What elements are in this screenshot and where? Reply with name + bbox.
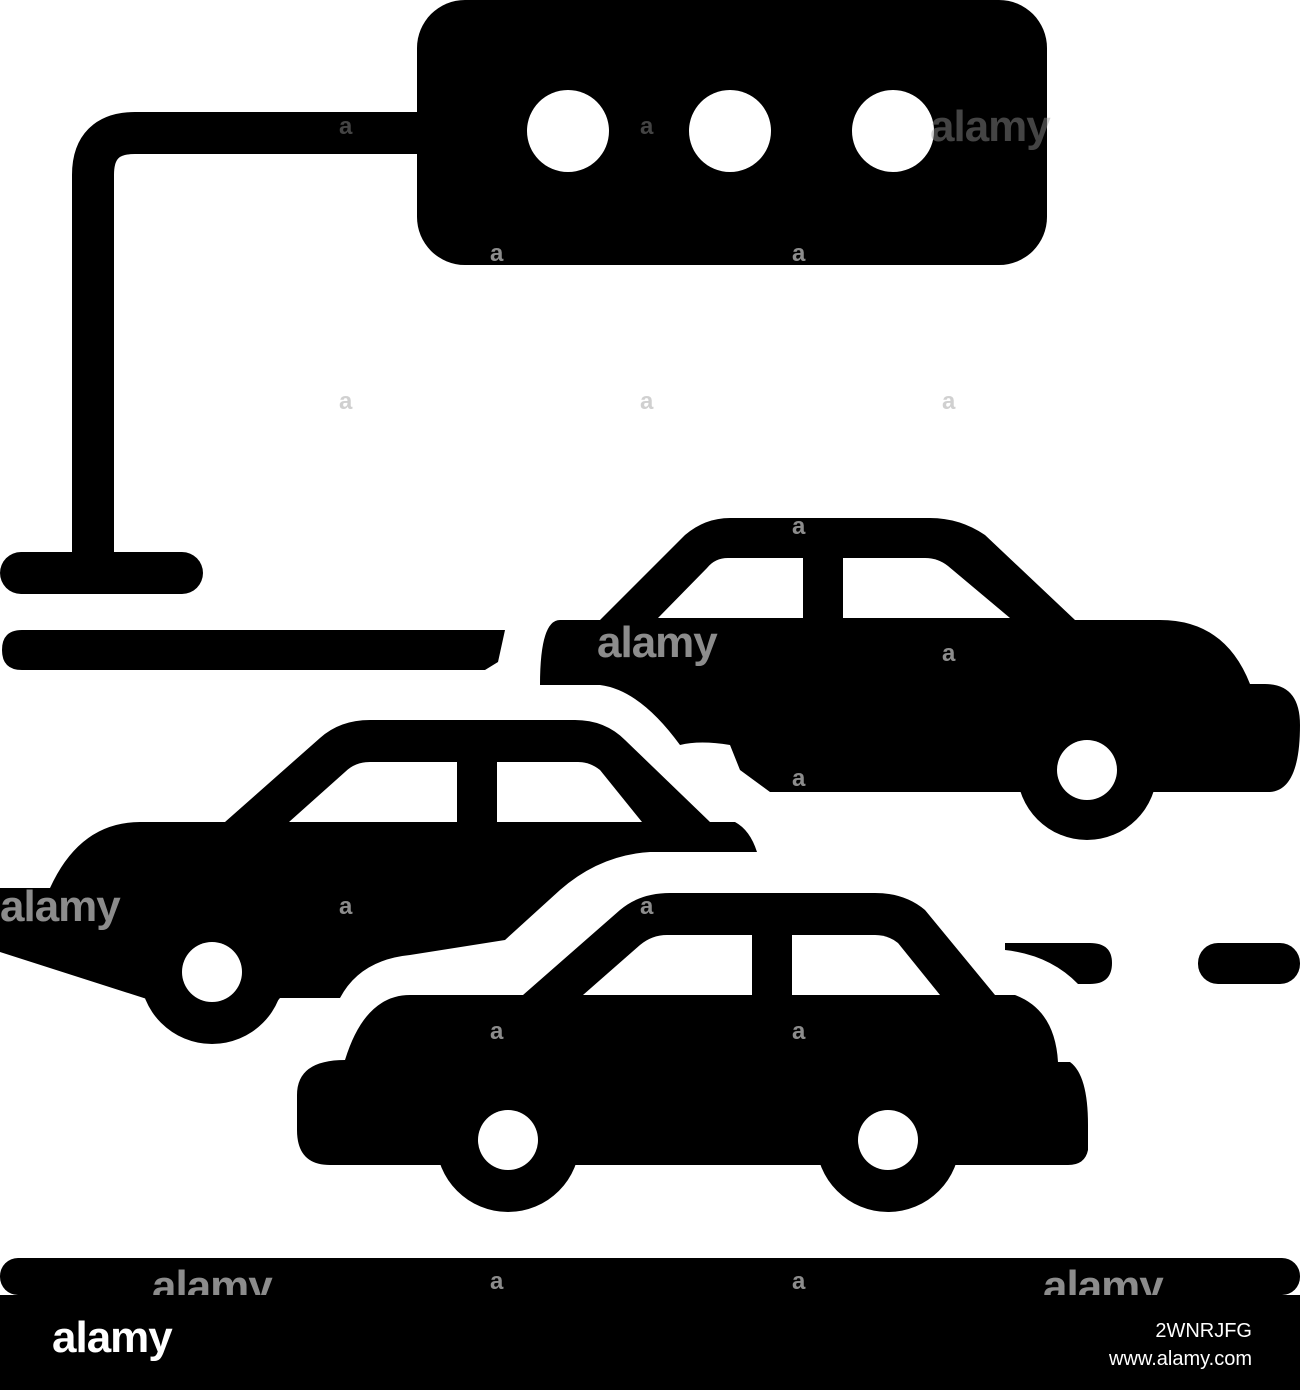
traffic-light-icon (417, 0, 1047, 265)
traffic-jam-icon (0, 0, 1300, 1295)
alamy-logo: alamy (52, 1313, 173, 1362)
stock-footer: alamy 2WNRJFG www.alamy.com (0, 1295, 1300, 1390)
site-url: www.alamy.com (1109, 1348, 1252, 1370)
car-middle-wheel (182, 942, 242, 1002)
car-top-window-front (658, 558, 803, 618)
car-top-wheel (1057, 740, 1117, 800)
car-middle-window-rear (497, 762, 642, 822)
car-bottom-wheel-rear (858, 1110, 918, 1170)
car-bottom-icon (297, 893, 1088, 1212)
light-circle-1 (527, 90, 609, 172)
road-line-upper (2, 630, 505, 670)
car-bottom-window-rear (792, 935, 940, 995)
car-middle-icon (0, 720, 757, 1044)
car-bottom-window-front (583, 935, 752, 995)
car-middle-window-front (289, 762, 457, 822)
traffic-light-pole (0, 112, 425, 594)
light-circle-2 (689, 90, 771, 172)
car-top-window-rear (843, 558, 1010, 618)
motion-line-2 (1198, 943, 1300, 984)
footer-meta: 2WNRJFG www.alamy.com (1109, 1317, 1252, 1373)
image-id: 2WNRJFG (1155, 1320, 1252, 1342)
light-circle-3 (852, 90, 934, 172)
motion-line-1 (1005, 943, 1112, 984)
car-top-icon (540, 518, 1300, 840)
road-ground-line (0, 1258, 1300, 1295)
car-bottom-wheel-front (478, 1110, 538, 1170)
